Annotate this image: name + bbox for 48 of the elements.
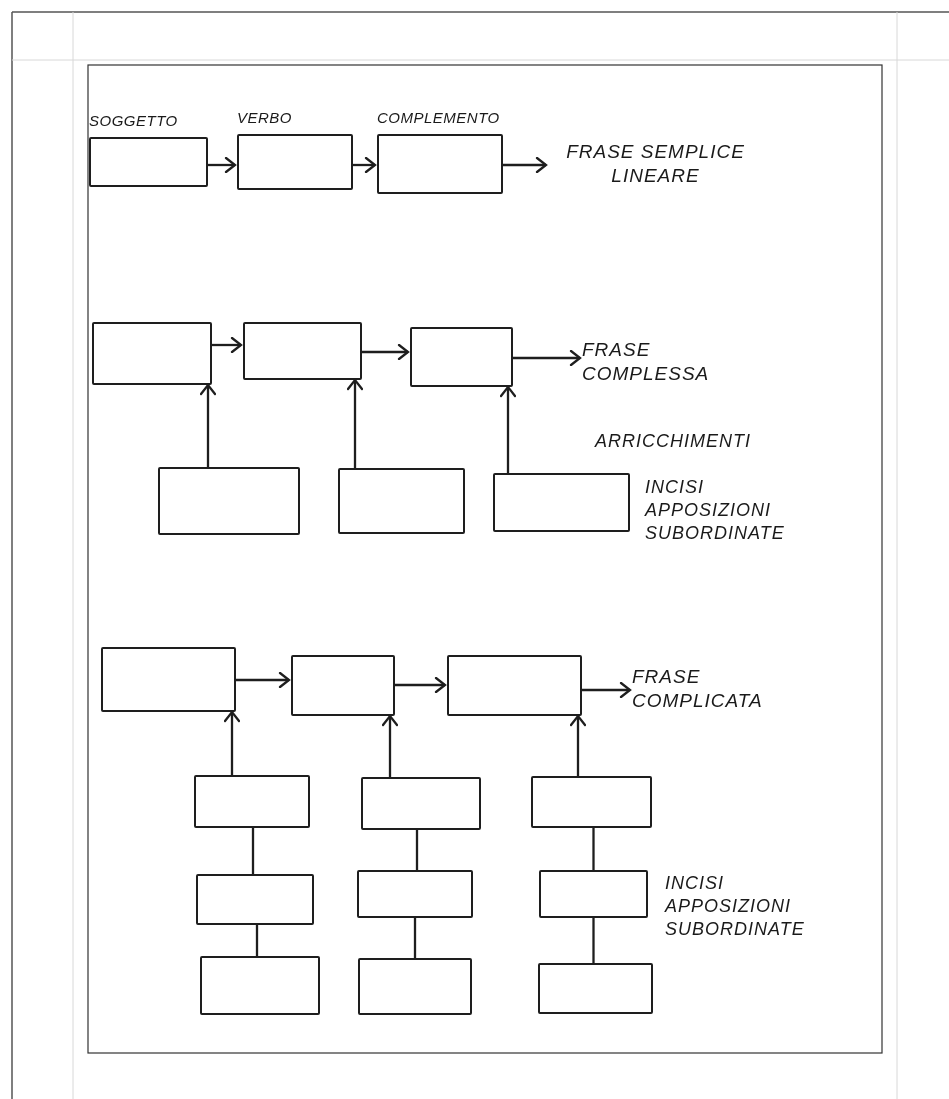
annotation-text: ARRICCHIMENTI — [595, 430, 752, 453]
empty-box — [357, 870, 473, 918]
empty-box — [158, 467, 300, 535]
sentence-type-label: FRASE COMPLICATA — [632, 665, 777, 713]
connector-line — [413, 918, 417, 958]
empty-box — [101, 647, 236, 712]
sentence-type-label: FRASE SEMPLICE LINEARE — [548, 140, 763, 188]
annotation-text: INCISI APPOSIZIONI SUBORDINATE — [645, 476, 786, 545]
arrow — [353, 156, 377, 174]
connector-line — [592, 918, 595, 963]
connector-line — [255, 925, 259, 956]
empty-box — [410, 327, 513, 387]
arrow — [499, 385, 517, 473]
arrow — [569, 714, 587, 776]
empty-box — [200, 956, 320, 1015]
connector-line — [251, 828, 255, 874]
arrow — [236, 671, 291, 689]
arrow — [223, 710, 241, 775]
empty-box — [92, 322, 212, 385]
empty-box — [358, 958, 472, 1015]
empty-box — [338, 468, 465, 534]
empty-box — [196, 874, 314, 925]
annotation-text: INCISI APPOSIZIONI SUBORDINATE — [665, 872, 806, 941]
arrow — [395, 676, 447, 694]
empty-box — [194, 775, 310, 828]
arrow — [381, 714, 399, 777]
connector-line — [592, 828, 595, 870]
empty-box — [539, 870, 648, 918]
empty-box — [447, 655, 582, 716]
box-heading: COMPLEMENTO — [377, 108, 500, 128]
box-heading: VERBO — [237, 108, 292, 128]
empty-box — [291, 655, 395, 716]
empty-box — [361, 777, 481, 830]
empty-box — [243, 322, 362, 380]
arrow — [362, 343, 410, 361]
arrow — [513, 349, 582, 367]
sentence-type-label: FRASE COMPLESSA — [582, 338, 717, 386]
arrow — [208, 156, 237, 174]
connector-line — [415, 830, 419, 870]
empty-box — [493, 473, 630, 532]
empty-box — [538, 963, 653, 1014]
arrow — [199, 383, 217, 467]
box-heading: SOGGETTO — [89, 111, 178, 131]
empty-box — [531, 776, 652, 828]
arrow — [346, 378, 364, 468]
arrow — [582, 681, 632, 699]
arrow — [503, 156, 548, 174]
arrow — [212, 336, 243, 354]
